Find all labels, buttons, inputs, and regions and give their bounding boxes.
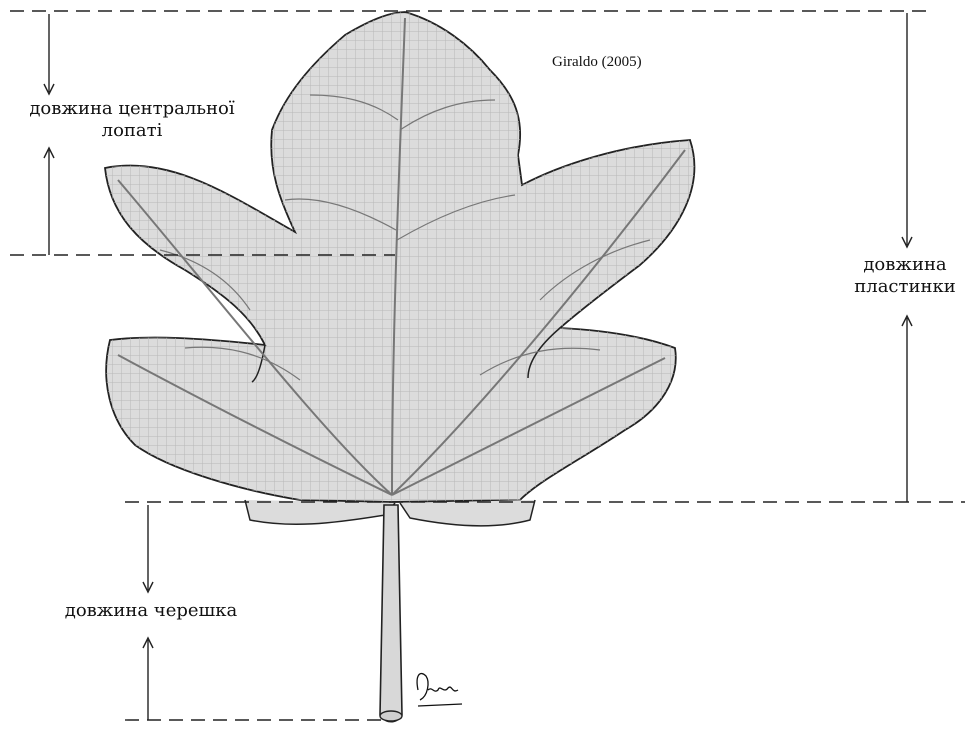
petiole-end bbox=[380, 711, 402, 721]
citation: Giraldo (2005) bbox=[552, 54, 642, 71]
blade-label-line1: довжина bbox=[840, 254, 970, 276]
petiole-stem bbox=[380, 505, 402, 722]
artist-signature bbox=[417, 674, 462, 706]
petiole-length-label: довжина черешка bbox=[40, 600, 262, 622]
leaf-texture bbox=[105, 12, 694, 502]
petiole bbox=[380, 505, 402, 722]
blade-label-line2: пластинки bbox=[840, 276, 970, 298]
central-lobe-label-line1: довжина центральної bbox=[6, 98, 258, 120]
basal-lobe-left bbox=[245, 500, 395, 524]
basal-lobe-right bbox=[400, 500, 535, 526]
blade-length-label: довжина пластинки bbox=[840, 254, 970, 298]
central-lobe-length-label: довжина центральної лопаті bbox=[6, 98, 258, 142]
central-lobe-label-line2: лопаті bbox=[6, 120, 258, 142]
